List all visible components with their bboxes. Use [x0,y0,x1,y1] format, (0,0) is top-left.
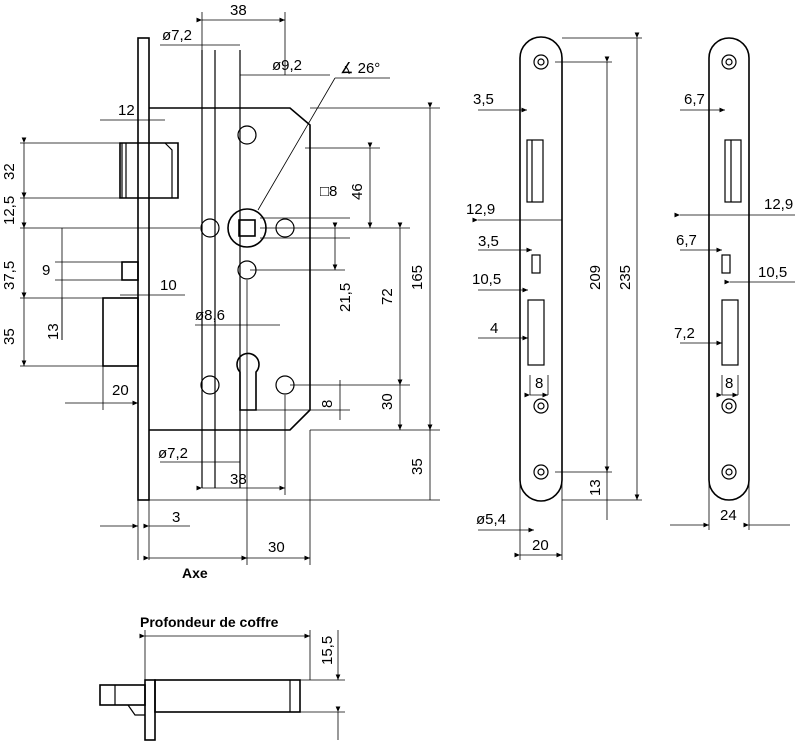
lock-body [102,37,311,501]
dim-12-5: 12,5 [1,196,18,225]
dim-top-38: 38 [230,2,247,19]
p1-dim-8: 8 [535,375,543,392]
dim-dia-8-6: ø8,6 [195,307,225,324]
dim-30-horizontal: 30 [268,539,285,556]
square-spindle-hole [238,219,256,237]
strike-plate-1-labels: 3,5 12,9 3,5 10,5 4 8 209 235 13 ø5,4 20 [466,91,634,554]
p1-dim-dia-5-4: ø5,4 [476,511,506,528]
side-view-latch [99,684,146,706]
p1-dim-13: 13 [587,479,604,496]
cylinder-cutout [236,352,260,411]
dim-sq-8: □8 [320,183,337,200]
p1-dim-10-5: 10,5 [472,271,501,288]
dim-20-left: 20 [112,382,129,399]
screw-hole-bot-left [200,375,220,395]
p2-dim-6-7b: 6,7 [676,232,697,249]
side-view [99,630,345,741]
screw-hole-left [200,218,220,238]
p1-dim-12-9: 12,9 [466,201,495,218]
strike-plate-2-outline [708,37,750,501]
p2-dim-6-7: 6,7 [684,91,705,108]
p1-dim-235: 235 [617,265,634,290]
dim-46: 46 [349,183,366,200]
dim-35-right: 35 [409,458,426,475]
dim-3: 3 [172,509,180,526]
dim-21-5: 21,5 [337,283,354,312]
side-view-faceplate [144,679,156,741]
latch-bolt [119,142,179,199]
p2-dim-7-2: 7,2 [674,325,695,342]
main-dimension-labels: 38 ø7,2 ø9,2 ∡ 26° 12 32 12,5 37,5 9 10 … [1,2,426,581]
dim-72: 72 [379,288,396,305]
strike-plate-1 [472,32,642,560]
dim-12: 12 [118,102,135,119]
dead-bolt [102,297,139,367]
dim-30-vertical: 30 [379,393,396,410]
p2-dim-24: 24 [720,507,737,524]
p2-dim-12-9: 12,9 [764,196,793,213]
side-view-case [154,679,301,713]
p1-dim-3-5: 3,5 [473,91,494,108]
p1-dim-209: 209 [587,265,604,290]
lock-faceplate [137,37,150,501]
dim-32: 32 [1,163,18,180]
p1-dim-20: 20 [532,537,549,554]
dim-angle-26: ∡ 26° [340,60,380,77]
label-axe: Axe [182,565,208,581]
strike-plate-1-outline [519,36,563,502]
dim-10: 10 [160,277,177,294]
dim-165: 165 [409,265,426,290]
lock-case [149,107,311,431]
dim-bottom-38: 38 [230,471,247,488]
strike-plate-2 [670,37,795,530]
side-view-labels: Profondeur de coffre 15,5 [140,614,336,665]
p1-dim-3-5b: 3,5 [478,233,499,250]
dim-35-left: 35 [1,328,18,345]
dim-8-cylinder: 8 [319,400,336,408]
dim-9: 9 [42,262,50,279]
screw-hole-top [237,125,257,145]
dim-37-5: 37,5 [1,261,18,290]
dim-dia-9-2: ø9,2 [272,57,302,74]
small-bolt [121,261,139,281]
dim-15-5: 15,5 [319,636,336,665]
dim-dia-7-2-top: ø7,2 [162,27,192,44]
dim-dia-7-2-bottom: ø7,2 [158,445,188,462]
dim-13-left: 13 [45,323,62,340]
main-dimension-lines [20,12,440,565]
strike-plate-2-labels: 6,7 12,9 6,7 10,5 7,2 8 24 [674,91,793,524]
p1-dim-4: 4 [490,320,498,337]
p2-dim-10-5: 10,5 [758,264,787,281]
p2-dim-8: 8 [725,375,733,392]
label-profondeur-de-coffre: Profondeur de coffre [140,614,279,630]
